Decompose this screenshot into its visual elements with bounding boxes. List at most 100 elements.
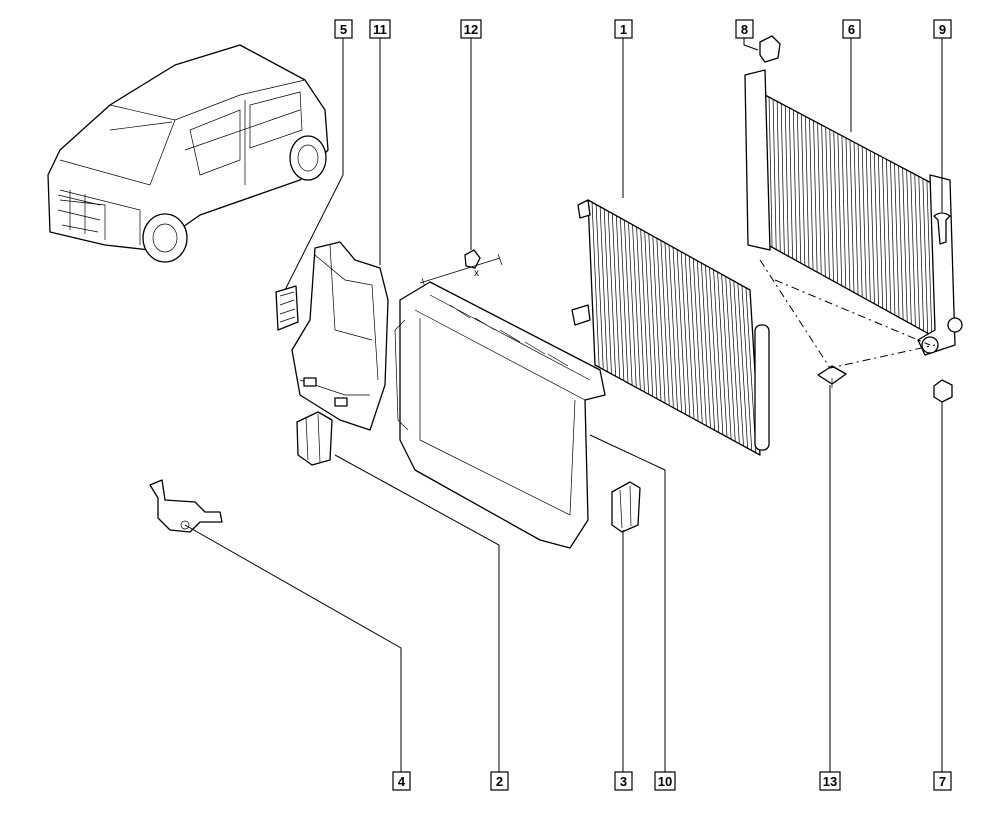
fin-line	[922, 178, 929, 334]
callout-13: 13	[819, 771, 841, 791]
fin-line	[861, 146, 867, 300]
fin-line	[632, 224, 641, 390]
fin-line	[741, 285, 753, 451]
fin-line	[688, 256, 699, 422]
fin-line	[877, 154, 884, 309]
fin-line	[684, 253, 695, 420]
callout-10: 10	[654, 771, 676, 791]
fin-line	[890, 161, 896, 316]
fin-line	[817, 122, 822, 275]
callout-5: 5	[334, 19, 353, 39]
fin-line	[737, 283, 748, 449]
fin-line	[656, 238, 666, 404]
fin-line	[788, 107, 793, 259]
svg-text:13: 13	[823, 774, 837, 789]
fin-line	[894, 163, 900, 318]
fin-line	[865, 148, 871, 302]
svg-text:10: 10	[658, 774, 672, 789]
fin-line	[776, 101, 781, 252]
part-2-clip	[296, 411, 333, 466]
fin-line	[914, 174, 920, 329]
fin-line	[729, 278, 740, 444]
svg-text:1: 1	[620, 22, 627, 37]
fin-line	[611, 213, 621, 379]
condenser-fins	[591, 202, 757, 453]
fin-line	[898, 165, 904, 320]
part-9-pin	[933, 212, 951, 245]
fin-line	[697, 260, 707, 426]
fin-line	[853, 142, 859, 295]
fin-line	[809, 118, 814, 270]
fin-line	[805, 116, 810, 268]
callout-11: 11	[369, 19, 391, 39]
fin-line	[886, 159, 892, 313]
fin-line	[725, 276, 736, 442]
svg-text:9: 9	[939, 22, 946, 37]
fin-line	[857, 144, 863, 298]
svg-text:12: 12	[464, 22, 478, 37]
fin-line	[768, 97, 773, 248]
part-6-radiator	[744, 69, 963, 356]
part-13-mount	[817, 365, 847, 388]
fin-line	[640, 229, 649, 395]
fin-line	[692, 258, 703, 424]
callout-12: 12	[460, 19, 482, 39]
fin-line	[668, 244, 678, 411]
svg-text:4: 4	[398, 774, 406, 789]
fin-line	[821, 124, 826, 277]
fin-line	[772, 99, 777, 250]
svg-text:7: 7	[939, 774, 946, 789]
svg-text:2: 2	[496, 774, 503, 789]
fin-line	[648, 233, 658, 399]
fin-line	[721, 274, 732, 440]
fin-line	[636, 226, 645, 393]
fin-line	[680, 251, 691, 417]
dimension-label: x	[474, 268, 479, 279]
fin-line	[709, 267, 720, 433]
part-4-mounting-bracket	[149, 479, 223, 533]
part-8-clip	[759, 35, 781, 63]
part-7-nut	[933, 379, 953, 403]
leader-lines	[184, 38, 943, 772]
fin-line	[837, 133, 843, 286]
fin-line	[599, 206, 608, 372]
fin-line	[882, 157, 888, 311]
fin-line	[607, 211, 616, 377]
fin-line	[620, 217, 629, 384]
fin-line	[591, 202, 600, 368]
fin-line	[603, 208, 612, 375]
svg-text:5: 5	[340, 22, 347, 37]
fin-line	[849, 139, 855, 293]
fin-line	[841, 135, 847, 288]
fin-line	[624, 220, 633, 386]
fin-line	[676, 249, 687, 415]
svg-text:11: 11	[373, 22, 387, 37]
svg-text:6: 6	[848, 22, 855, 37]
callout-7: 7	[933, 771, 952, 791]
callout-3: 3	[614, 771, 633, 791]
callout-8: 8	[735, 19, 754, 39]
fin-line	[628, 222, 637, 388]
fin-line	[845, 137, 851, 291]
part-11-air-deflector	[291, 241, 389, 431]
callout-1: 1	[614, 19, 633, 39]
fin-line	[873, 152, 879, 307]
fin-line	[792, 109, 798, 261]
fin-line	[745, 287, 757, 453]
fin-line	[595, 204, 604, 370]
fin-line	[833, 131, 838, 284]
fin-line	[926, 180, 933, 336]
fin-line	[825, 127, 830, 279]
assembly-line	[759, 259, 936, 369]
fin-line	[869, 150, 875, 304]
fin-line	[717, 271, 728, 438]
fin-line	[801, 114, 806, 266]
fin-line	[797, 112, 802, 264]
part-3-clip	[611, 481, 641, 533]
callout-4: 4	[392, 771, 411, 791]
fin-line	[780, 103, 785, 255]
fin-line	[813, 120, 818, 273]
part-5-bracket	[275, 285, 299, 331]
